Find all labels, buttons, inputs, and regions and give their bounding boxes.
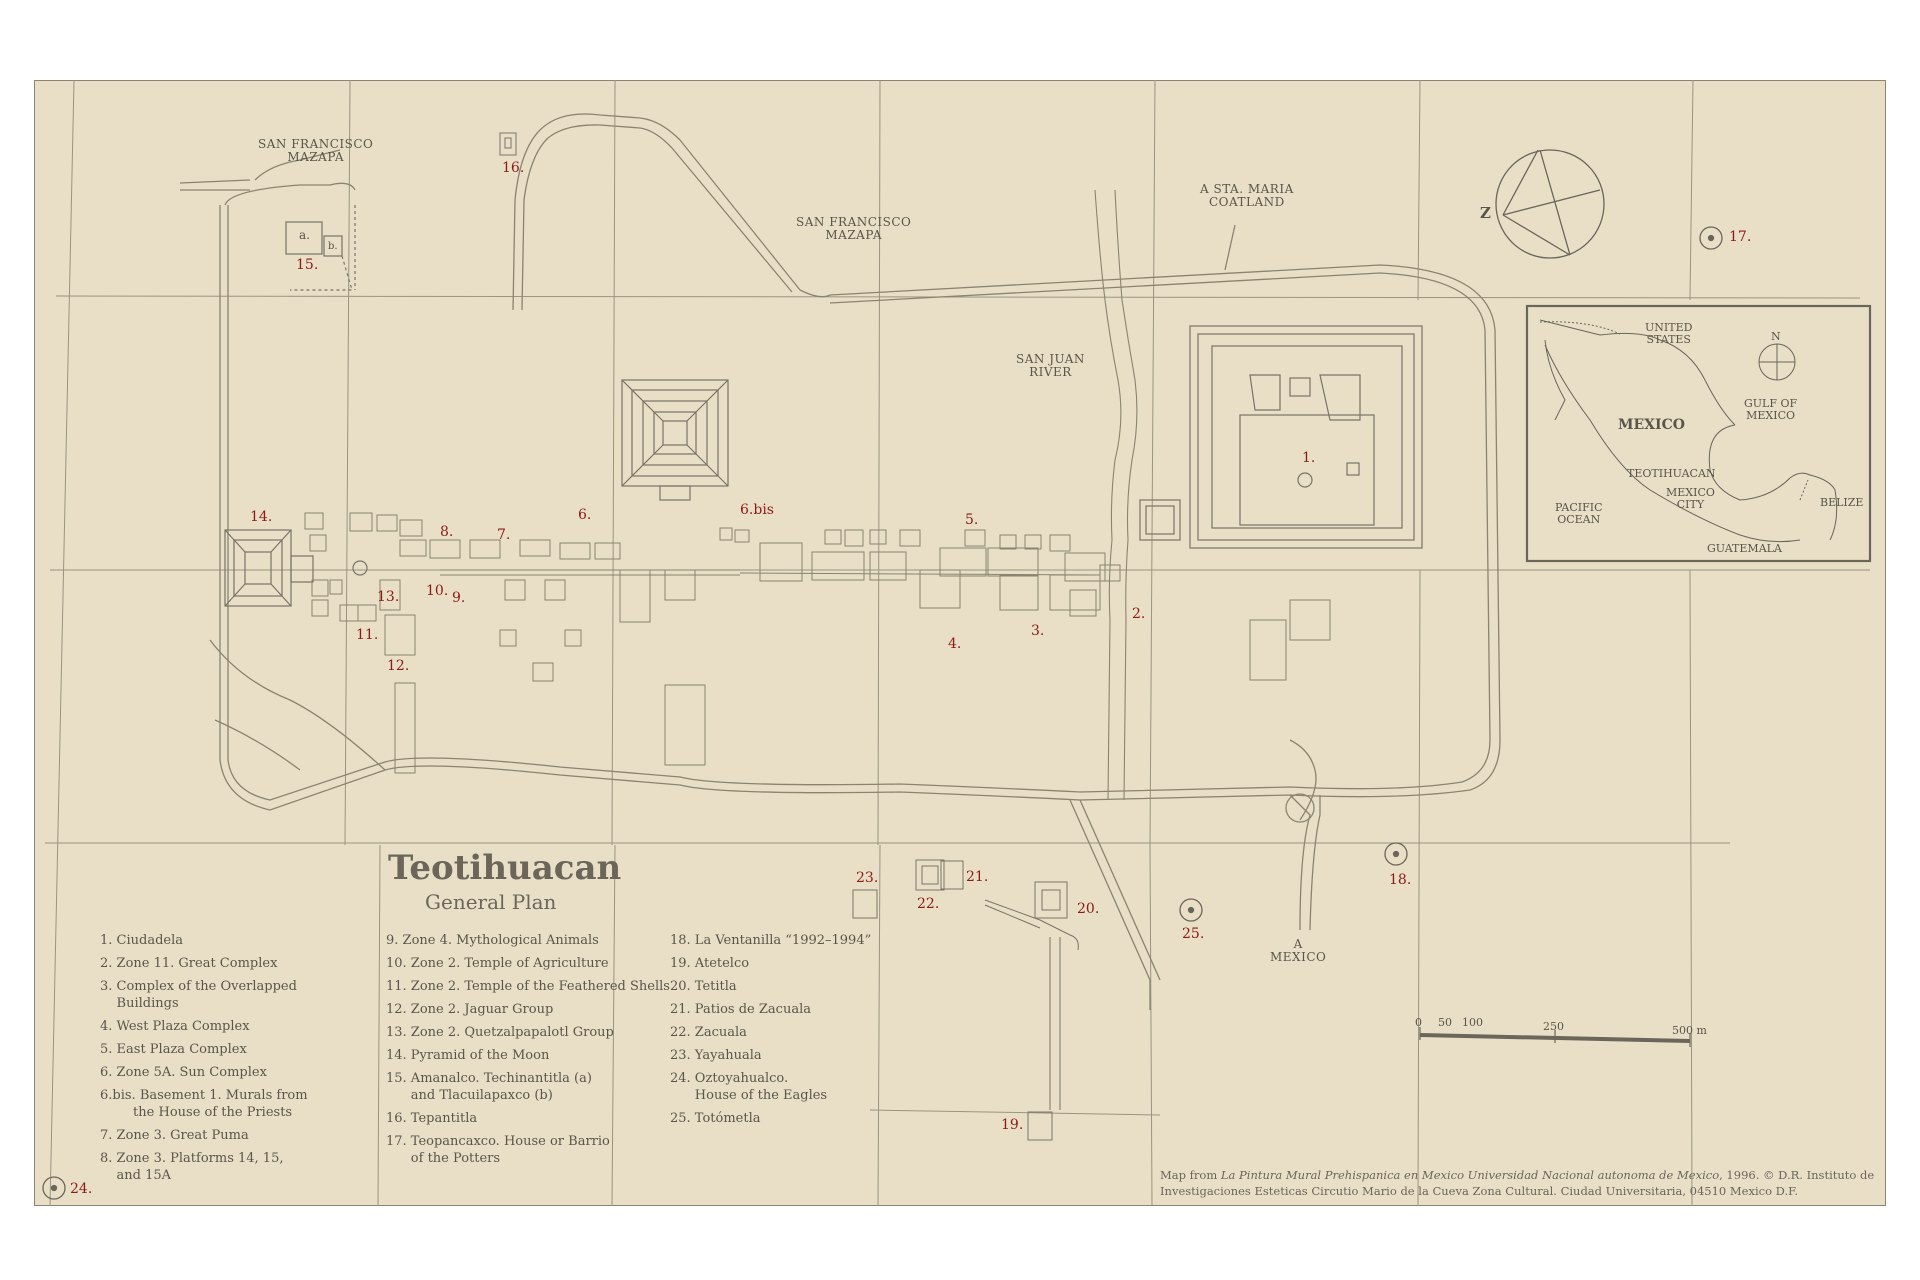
legend-item: 25. Totómetla [670, 1111, 761, 1126]
southern-compounds [852, 859, 1079, 1141]
inset-label-pacific: PACIFIC OCEAN [1555, 501, 1603, 526]
marker-15b: b. [328, 241, 338, 252]
legend-item: 1. Ciudadela [100, 933, 184, 948]
legend-item: 13. Zone 2. Quetzalpapalotl Group [386, 1025, 614, 1040]
pyramid-of-the-moon [224, 529, 368, 607]
label-san-francisco-mazapa-nw: SAN FRANCISCO MAZAPA [258, 137, 374, 164]
ciudadela [1139, 325, 1423, 549]
legend-item: 16. Tepantitla [386, 1111, 478, 1126]
legend-item: 9. Zone 4. Mythological Animals [386, 933, 599, 948]
marker-15: 15. [296, 257, 319, 273]
marker-17: 17. [1729, 229, 1752, 245]
inset-label-united-states: UNITED STATES [1645, 321, 1693, 346]
marker-5: 5. [965, 512, 979, 528]
marker-25: 25. [1182, 926, 1205, 942]
grid-lines [45, 79, 1870, 1207]
map-credit: Map from La Pintura Mural Prehispanica e… [1160, 1167, 1880, 1199]
legend-column-1: 1. Ciudadela 2. Zone 11. Great Complex 3… [100, 932, 308, 1190]
scale-label-100: 100 [1462, 1016, 1483, 1029]
inset-label-mexico: MEXICO [1618, 417, 1685, 433]
legend-item: 18. La Ventanilla “1992–1994” [670, 933, 872, 948]
inset-map [1525, 304, 1872, 563]
map-title: Teotihuacan [388, 848, 622, 888]
legend-item: 20. Tetitla [670, 979, 737, 994]
inset-label-belize: BELIZE [1820, 496, 1864, 509]
marker-22: 22. [917, 896, 940, 912]
marker-7: 7. [497, 527, 511, 543]
marker-18: 18. [1389, 872, 1412, 888]
legend-item: 23. Yayahuala [670, 1048, 762, 1063]
legend-item: 15. Amanalco. Techinantitla (a) and Tlac… [386, 1071, 592, 1103]
pyramid-of-the-sun [621, 379, 729, 501]
avenue-buildings [304, 512, 1331, 774]
legend-item: 17. Teopancaxco. House or Barrio of the … [386, 1134, 610, 1166]
legend-item: 19. Atetelco [670, 956, 750, 971]
legend-item: 21. Patios de Zacuala [670, 1002, 811, 1017]
compass-rose [1495, 149, 1605, 259]
legend-item: 8. Zone 3. Platforms 14, 15, and 15A [100, 1151, 284, 1183]
credit-source-title: La Pintura Mural Prehispanica en Mexico … [1220, 1168, 1720, 1182]
legend-item: 6.bis. Basement 1. Murals from the House… [100, 1088, 308, 1120]
marker-6: 6. [578, 507, 592, 523]
marker-15a: a. [299, 228, 310, 242]
marker-20: 20. [1077, 901, 1100, 917]
marker-12: 12. [387, 658, 410, 674]
marker-19: 19. [1001, 1117, 1024, 1133]
marker-21: 21. [966, 869, 989, 885]
scale-label-50: 50 [1438, 1016, 1452, 1029]
marker-4: 4. [948, 636, 962, 652]
legend-item: 11. Zone 2. Temple of the Feathered Shel… [386, 979, 670, 994]
legend-item: 24. Oztoyahualco. House of the Eagles [670, 1071, 828, 1103]
marker-1: 1. [1302, 450, 1316, 466]
marker-24: 24. [70, 1181, 93, 1197]
tepantitla-plan [499, 132, 517, 156]
marker-6bis: 6.bis [740, 502, 774, 518]
marker-14: 14. [250, 509, 273, 525]
ring-road [179, 113, 1501, 1010]
legend-item: 4. West Plaza Complex [100, 1019, 250, 1034]
legend-item: 7. Zone 3. Great Puma [100, 1128, 249, 1143]
label-san-juan-river: SAN JUAN RIVER [1016, 352, 1085, 379]
circle-markers [42, 226, 1723, 1200]
scale-label-500: 500 m [1672, 1024, 1707, 1037]
marker-16: 16. [502, 160, 525, 176]
compass-z-letter: Z [1480, 204, 1492, 222]
marker-23: 23. [856, 870, 879, 886]
inset-label-teotihuacan: TEOTIHUACAN [1627, 467, 1716, 480]
legend-item: 12. Zone 2. Jaguar Group [386, 1002, 554, 1017]
marker-2: 2. [1132, 606, 1146, 622]
marker-9: 9. [452, 590, 466, 606]
legend-item: 6. Zone 5A. Sun Complex [100, 1065, 267, 1080]
legend-item: 22. Zacuala [670, 1025, 747, 1040]
zone-15-rects [285, 205, 356, 291]
map-frame [34, 80, 1886, 1206]
inset-label-guatemala: GUATEMALA [1707, 542, 1782, 555]
map-subtitle: General Plan [425, 890, 557, 914]
marker-8: 8. [440, 524, 454, 540]
inset-label-mexico-city: MEXICO CITY [1666, 486, 1715, 511]
inset-north-letter: N [1771, 330, 1781, 343]
credit-suffix: , 1996. © D.R. Instituto de Investigacio… [1160, 1168, 1875, 1198]
legend-item: 10. Zone 2. Temple of Agriculture [386, 956, 609, 971]
label-san-francisco-mazapa-n: SAN FRANCISCO MAZAPA [796, 215, 912, 242]
inset-label-gulf: GULF OF MEXICO [1744, 397, 1798, 422]
marker-11: 11. [356, 627, 379, 643]
marker-13: 13. [377, 589, 400, 605]
legend-item: 3. Complex of the Overlapped Buildings [100, 979, 297, 1011]
legend-item: 5. East Plaza Complex [100, 1042, 247, 1057]
san-juan-river [1094, 189, 1138, 801]
scale-label-0: 0 [1415, 1016, 1422, 1029]
legend-item: 14. Pyramid of the Moon [386, 1048, 550, 1063]
scale-label-250: 250 [1543, 1020, 1564, 1033]
marker-10: 10. [426, 583, 449, 599]
credit-prefix: Map from [1160, 1168, 1221, 1182]
legend-item: 2. Zone 11. Great Complex [100, 956, 278, 971]
legend-column-2: 9. Zone 4. Mythological Animals 10. Zone… [386, 932, 670, 1173]
scale-bar [1419, 1027, 1691, 1047]
marker-3: 3. [1031, 623, 1045, 639]
label-a-sta-maria-coatland: A STA. MARIA COATLAND [1200, 182, 1294, 209]
label-a-mexico: A MEXICO [1270, 937, 1327, 964]
legend-column-3: 18. La Ventanilla “1992–1994” 19. Atetel… [670, 932, 871, 1133]
